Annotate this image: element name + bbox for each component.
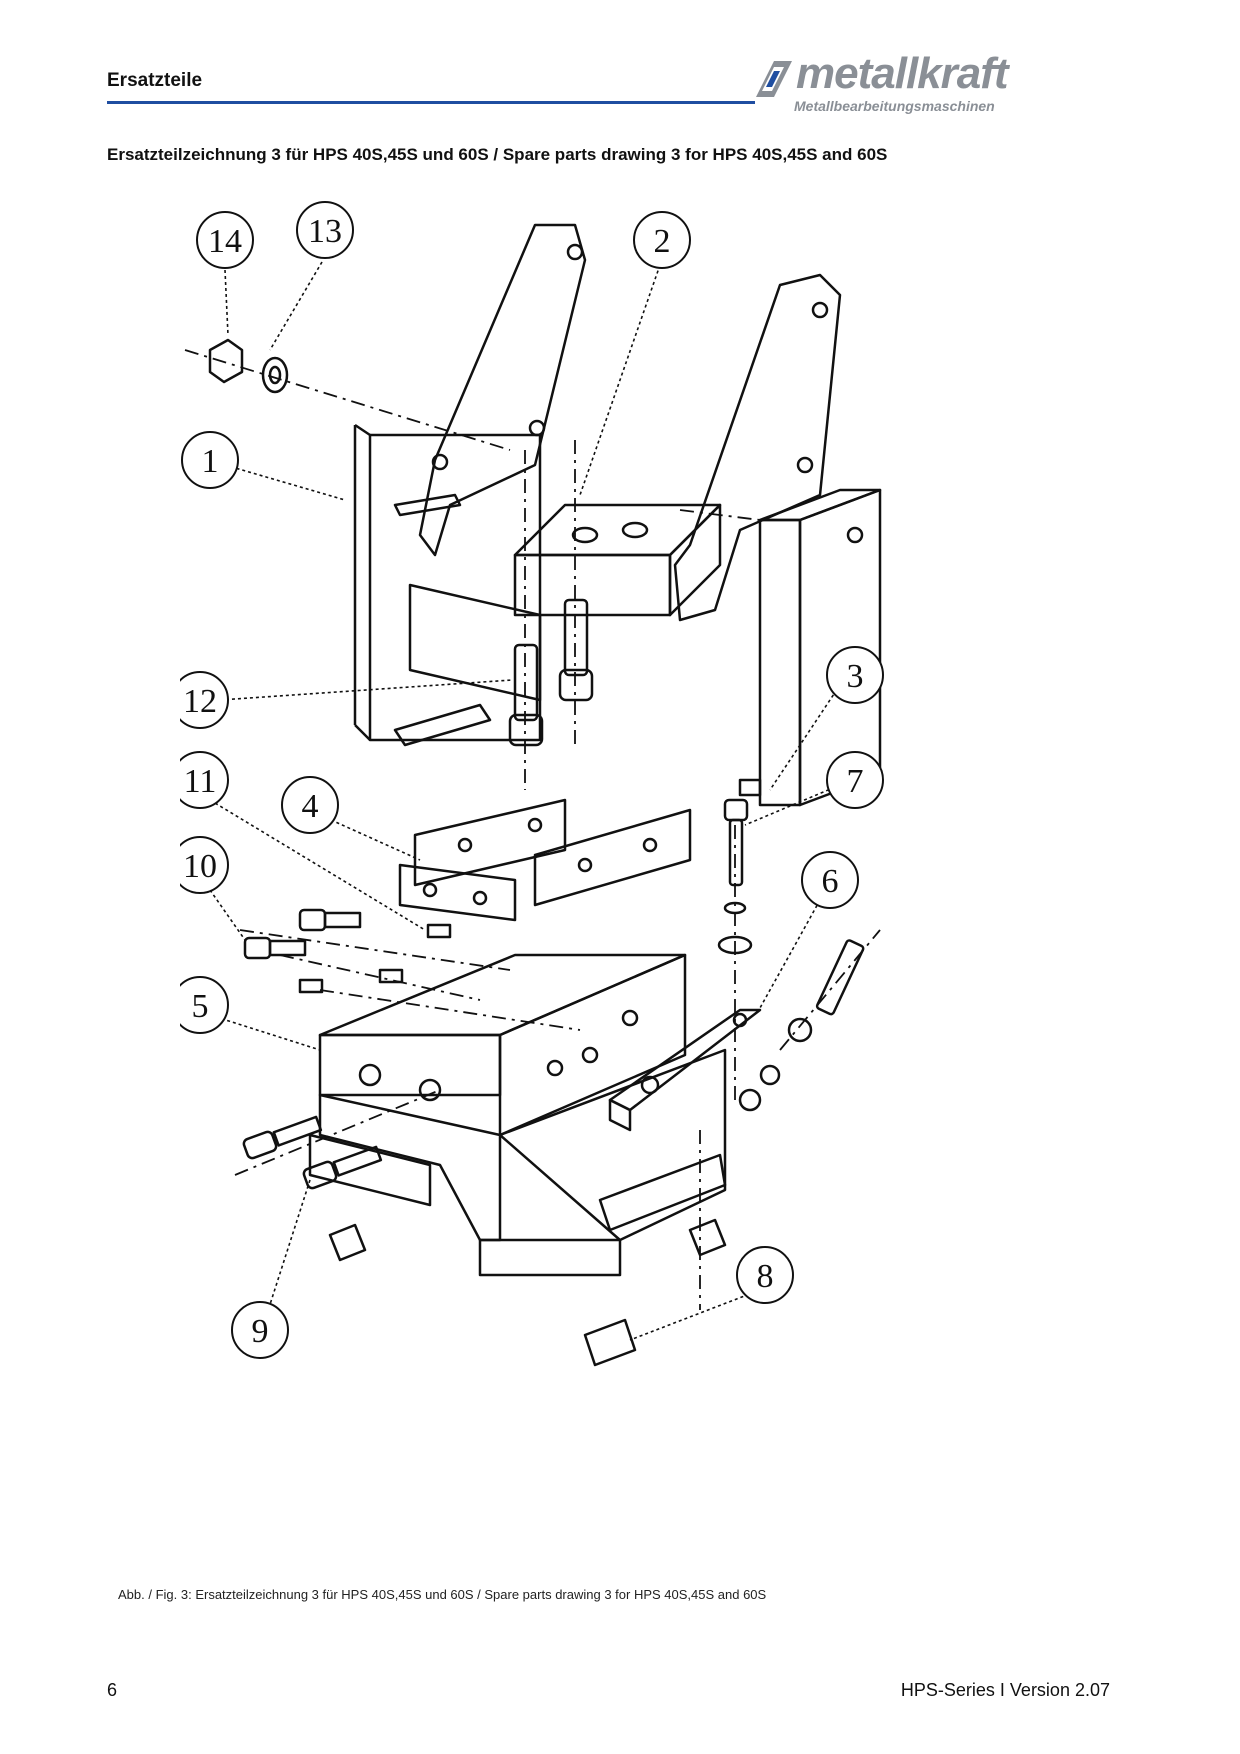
callout-5: 5 (180, 976, 229, 1034)
callout-3: 3 (826, 646, 884, 704)
svg-text:11: 11 (184, 763, 217, 800)
svg-text:6: 6 (822, 863, 839, 900)
callout-10: 10 (180, 836, 229, 894)
version-label: HPS-Series I Version 2.07 (900, 1680, 1110, 1700)
callout-13: 13 (296, 201, 354, 259)
svg-text:14: 14 (208, 223, 242, 260)
callout-11: 11 (180, 751, 229, 809)
callout-4: 4 (281, 776, 339, 834)
section-title: Ersatzteile (107, 70, 203, 91)
part-6-link-arm (608, 939, 865, 1132)
drawing-heading: Ersatzteilzeichnung 3 für HPS 40S,45S un… (107, 145, 888, 164)
svg-text:10: 10 (183, 848, 217, 885)
part-10-11-small-screws (243, 908, 452, 994)
part-9-bolts (242, 1115, 383, 1190)
part-1-left-plate (353, 423, 542, 747)
svg-text:13: 13 (308, 213, 342, 250)
callout-6: 6 (801, 851, 859, 909)
part-4-jaws (398, 798, 692, 922)
callout-1: 1 (181, 431, 239, 489)
svg-text:4: 4 (302, 788, 319, 825)
brand-logo: metallkraft Metallbearbeitungsmaschinen (752, 49, 1112, 121)
part-5-base-body (308, 953, 727, 1277)
svg-text:7: 7 (847, 763, 864, 800)
logo-mark-icon (756, 61, 792, 97)
callout-14: 14 (196, 211, 254, 269)
svg-text:12: 12 (183, 683, 217, 720)
part-13-14-nut-washer (208, 338, 289, 394)
part-12-screws (508, 598, 594, 747)
svg-text:1: 1 (202, 443, 219, 480)
callout-7: 7 (826, 751, 884, 809)
part-2-center-block (513, 503, 722, 617)
part-1-bracket-arm (418, 223, 587, 557)
header-rule (107, 101, 755, 104)
part-8-t-nuts (328, 1218, 727, 1367)
page-number: 6 (107, 1680, 118, 1700)
brand-tagline: Metallbearbeitungsmaschinen (794, 98, 995, 114)
part-2-right-bracket (673, 273, 842, 622)
svg-text:5: 5 (192, 988, 209, 1025)
svg-text:3: 3 (847, 658, 864, 695)
figure-caption: Abb. / Fig. 3: Ersatzteilzeichnung 3 für… (118, 1587, 767, 1602)
callout-9: 9 (231, 1301, 289, 1359)
svg-text:2: 2 (654, 223, 671, 260)
brand-wordmark: metallkraft (796, 49, 1009, 98)
callout-8: 8 (736, 1246, 794, 1304)
callout-12: 12 (180, 671, 229, 729)
spare-parts-drawing: 14 13 2 1 12 3 11 4 7 10 6 5 9 8 (180, 201, 884, 1367)
callout-2: 2 (633, 211, 691, 269)
svg-text:8: 8 (757, 1258, 774, 1295)
svg-text:9: 9 (252, 1313, 269, 1350)
